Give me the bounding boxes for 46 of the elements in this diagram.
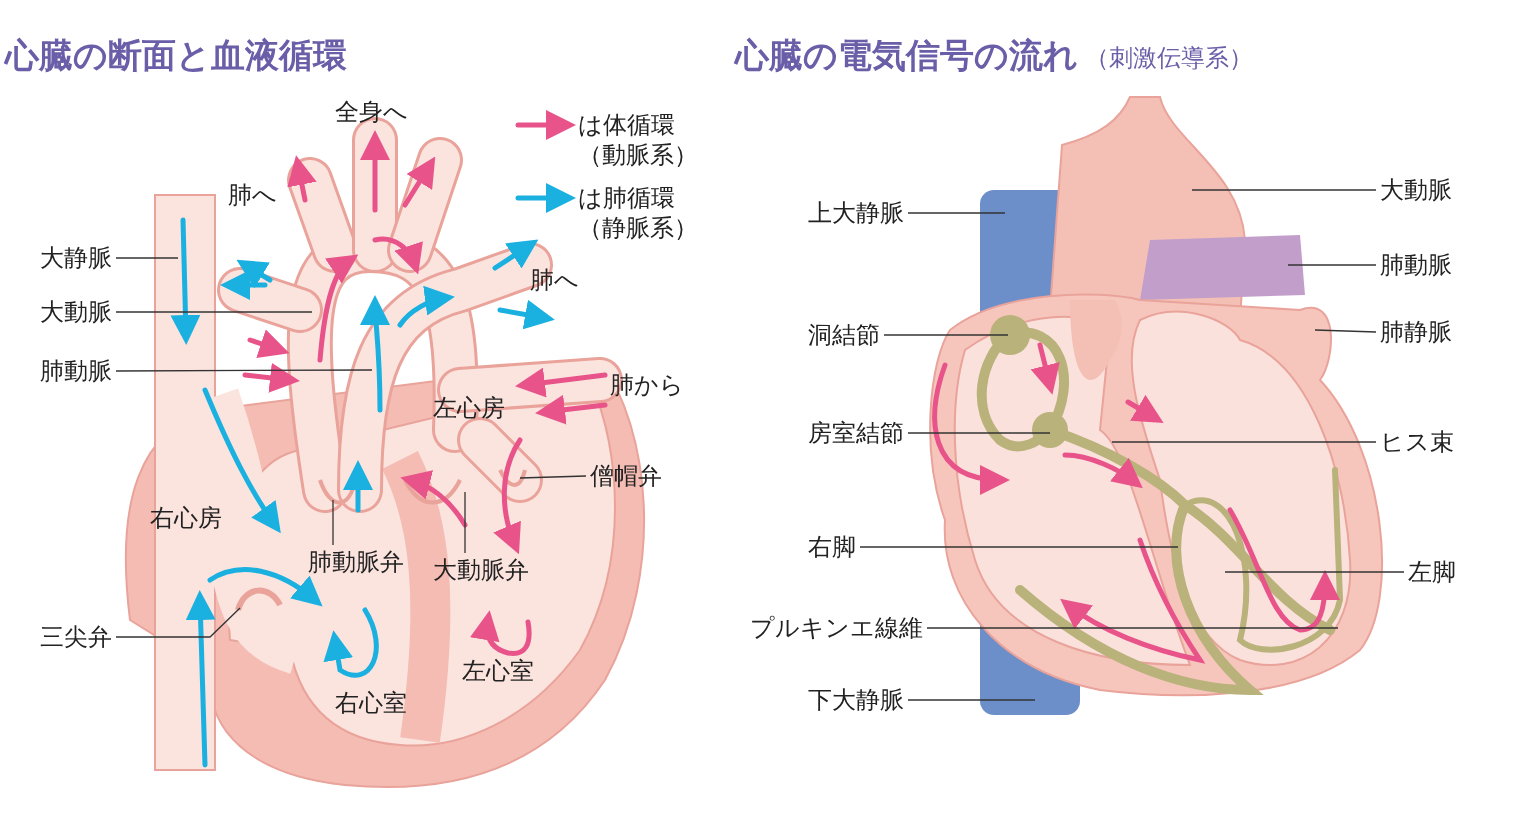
leader-line — [115, 257, 179, 259]
leader-line — [1314, 329, 1377, 333]
leader-line — [332, 499, 334, 546]
part-label: 洞結節 — [808, 320, 880, 350]
leader-line — [1191, 189, 1377, 191]
part-label: 三尖弁 — [40, 622, 112, 652]
legend-text: は肺循環（静脈系） — [578, 183, 699, 243]
part-label: 下大静脈 — [808, 685, 904, 715]
heading: （刺激伝導系） — [1085, 43, 1253, 73]
region-label: 左心房 — [433, 393, 505, 423]
part-label: 大動脈 — [40, 297, 112, 327]
part-label: 左脚 — [1408, 557, 1456, 587]
leader-line — [519, 475, 587, 479]
leader-line — [907, 212, 1006, 214]
leader-line — [115, 607, 241, 638]
part-label: ヒス束 — [1380, 427, 1454, 457]
leader-line — [464, 491, 466, 554]
leader-line — [859, 546, 1179, 548]
part-label: 大動脈 — [1380, 175, 1452, 205]
leader-line — [115, 369, 373, 372]
part-label: プルキンエ線維 — [750, 613, 923, 643]
part-label: 房室結節 — [808, 418, 904, 448]
leader-line — [907, 699, 1036, 701]
leader-line — [907, 432, 1051, 434]
part-label: 肺動脈 — [40, 356, 112, 386]
region-label: 左心室 — [462, 656, 534, 686]
region-label: 肺へ — [530, 265, 579, 295]
region-label: 肺へ — [228, 180, 277, 210]
part-label: 肺動脈弁 — [308, 547, 404, 577]
part-label: 僧帽弁 — [590, 461, 662, 491]
part-label: 肺静脈 — [1380, 317, 1452, 347]
part-label: 右脚 — [808, 532, 856, 562]
region-label: 全身へ — [335, 97, 408, 127]
leader-line — [883, 334, 1009, 336]
leader-line — [926, 627, 1339, 629]
leader-line — [1224, 571, 1405, 573]
region-label: 肺から — [610, 370, 684, 400]
part-label: 大静脈 — [40, 243, 112, 273]
leader-line — [1287, 264, 1377, 266]
part-label: 上大静脈 — [808, 198, 904, 228]
leader-line — [115, 311, 313, 313]
region-label: 右心室 — [335, 688, 407, 718]
part-label: 肺動脈 — [1380, 250, 1452, 280]
region-label: 右心房 — [150, 503, 222, 533]
part-label: 大動脈弁 — [433, 555, 529, 585]
legend-text: は体循環（動脈系） — [578, 110, 699, 170]
